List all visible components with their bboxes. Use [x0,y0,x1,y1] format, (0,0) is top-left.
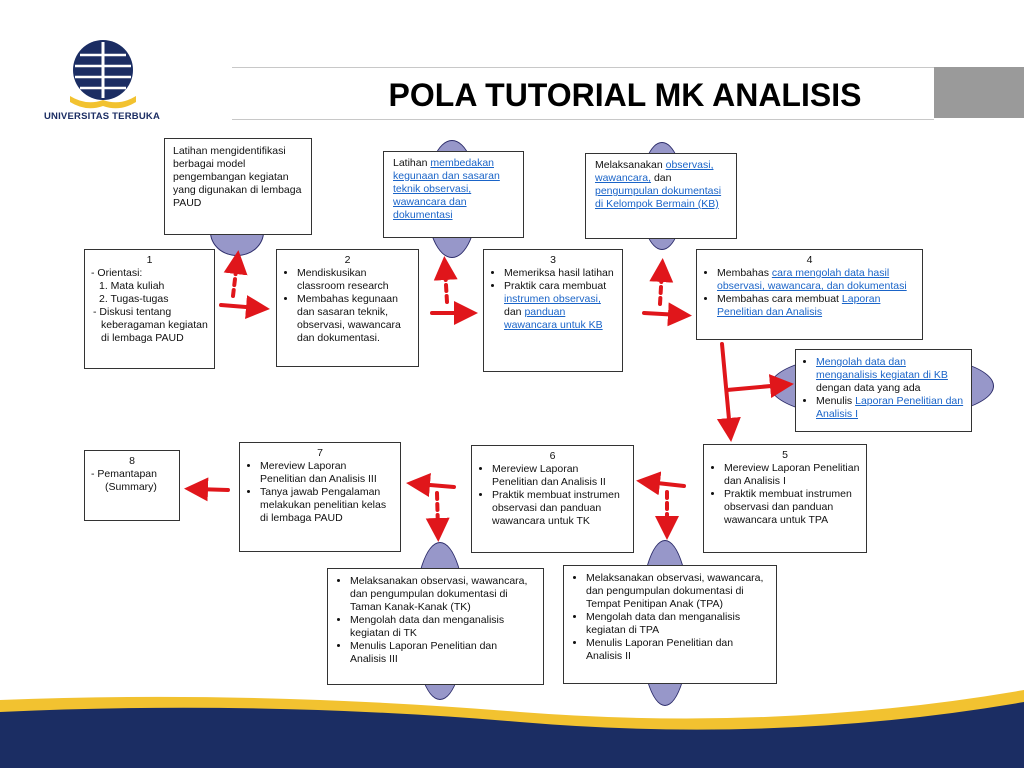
link-laporan-penelitian-1[interactable]: Laporan Penelitian dan Analisis I [816,395,964,420]
title-band [934,67,1024,118]
step-box-2: 2 Mendiskusikan classroom research Memba… [276,249,419,367]
arrow-4-5 [716,342,741,442]
list-text: Membahas [717,267,772,279]
list-text: Membahas cara membuat [717,293,842,305]
arrow-dotted-1 [223,250,248,298]
step-number: 6 [549,450,556,462]
step-line: - Pemantapan [91,468,157,480]
list-item: Melaksanakan observasi, wawancara, dan p… [350,575,535,614]
list-item: Praktik membuat instrumen observasi dan … [724,488,860,527]
list-item: Praktik cara membuat instrumen observasi… [504,280,616,332]
arrow-1-2 [219,295,270,319]
list-text: Menulis [816,395,856,407]
link-panduan-wawancara[interactable]: panduan wawancara untuk KB [504,306,603,331]
step-number: 1 [146,254,153,266]
step-box-7: 7 Mereview Laporan Penelitian dan Analis… [239,442,401,552]
logo-text: UNIVERSITAS TERBUKA [43,111,161,122]
list-item: Membahas cara mengolah data hasil observ… [717,267,916,293]
list-item: Mengolah data dan menganalisis kegiatan … [350,614,535,640]
list-item: Menulis Laporan Penelitian dan Analisis … [350,640,535,666]
list-item: Mengolah data dan menganalisis kegiatan … [586,611,768,637]
step-box-1: 1 - Orientasi: 1. Mata kuliah 2. Tugas-t… [84,249,215,369]
link-instrumen-observasi[interactable]: instrumen observasi, [504,293,601,305]
arrow-dotted-3 [649,258,674,306]
list-item: Mereview Laporan Penelitian dan Analisis… [492,463,627,489]
note-text: dan [651,172,672,184]
step-number: 8 [129,455,135,467]
step-line: - Diskusi tentang keberagaman kegiatan d… [93,306,208,344]
list-text: dan [504,306,525,318]
step-number: 4 [806,254,813,266]
step-box-4: 4 Membahas cara mengolah data hasil obse… [696,249,923,340]
link-cara-mengolah-data[interactable]: cara mengolah data hasil observasi, wawa… [717,267,907,292]
list-item: Mereview Laporan Penelitian dan Analisis… [260,460,394,486]
arrow-dotted-6 [425,491,450,542]
step-number: 7 [317,447,323,459]
list-item: Mendiskusikan classroom research [297,267,412,293]
link-observasi-wawancara[interactable]: observasi, wawancara, [595,159,714,184]
list-item: Menulis Laporan Penelitian dan Analisis … [816,395,965,421]
step-box-3: 3 Memeriksa hasil latihan Praktik cara m… [483,249,623,372]
note-box-2: Latihan membedakan kegunaan dan sasaran … [383,151,524,238]
step-number: 2 [344,254,351,266]
link-laporan-penelitian[interactable]: Laporan Penelitian dan Analisis [717,293,881,318]
list-text: dengan data yang ada [816,382,921,394]
link-membedakan-kegunaan[interactable]: membedakan kegunaan dan sasaran teknik o… [393,157,500,221]
list-item: Mengolah data dan menganalisis kegiatan … [816,356,965,395]
list-item: Tanya jawab Pengalaman melakukan penelit… [260,486,394,525]
list-item: Praktik membuat instrumen observasi dan … [492,489,627,528]
note-text: Latihan [393,157,431,169]
note-box-5: Melaksanakan observasi, wawancara, dan p… [563,565,777,684]
link-pengumpulan-dokumentasi[interactable]: pengumpulan dokumentasi di Kelompok Berm… [595,185,722,210]
arrow-6-7 [406,473,456,497]
arrow-7-8 [184,477,230,502]
note-text: Latihan mengidentifikasi berbagai model … [173,145,302,209]
arrow-5-6 [636,471,686,496]
step-box-5: 5 Mereview Laporan Penelitian dan Analis… [703,444,867,553]
link-mengolah-data-kb[interactable]: Mengolah data dan menganalisis kegiatan … [816,356,948,381]
note-box-1: Latihan mengidentifikasi berbagai model … [164,138,312,235]
step-number: 5 [782,449,788,461]
title-band-left [232,67,934,120]
list-item: Memeriksa hasil latihan [504,267,616,280]
note-text: Melaksanakan [595,159,666,171]
list-text: Praktik cara membuat [504,280,607,292]
note-box-6: Melaksanakan observasi, wawancara, dan p… [327,568,544,685]
note-box-3: Melaksanakan observasi, wawancara, dan p… [585,153,737,239]
list-item: Membahas kegunaan dan sasaran teknik, ob… [297,293,412,345]
step-line: 1. Mata kuliah [99,280,165,292]
list-item: Mereview Laporan Penelitian dan Analisis… [724,462,860,488]
step-line: 2. Tugas-tugas [99,293,169,305]
step-line: (Summary) [105,481,157,493]
arrow-3-4 [642,302,692,327]
list-item: Melaksanakan observasi, wawancara, dan p… [586,572,768,611]
step-number: 3 [550,254,556,266]
step-box-8: 8 - Pemantapan (Summary) [84,450,180,521]
list-item: Menulis Laporan Penelitian dan Analisis … [586,637,768,663]
list-item: Membahas cara membuat Laporan Penelitian… [717,293,916,319]
note-box-4: Mengolah data dan menganalisis kegiatan … [795,349,972,432]
step-line: - Orientasi: [91,267,143,279]
step-box-6: 6 Mereview Laporan Penelitian dan Analis… [471,445,634,553]
page-title: POLA TUTORIAL MK ANALISIS [388,77,862,113]
arrow-dotted-2 [433,256,458,304]
